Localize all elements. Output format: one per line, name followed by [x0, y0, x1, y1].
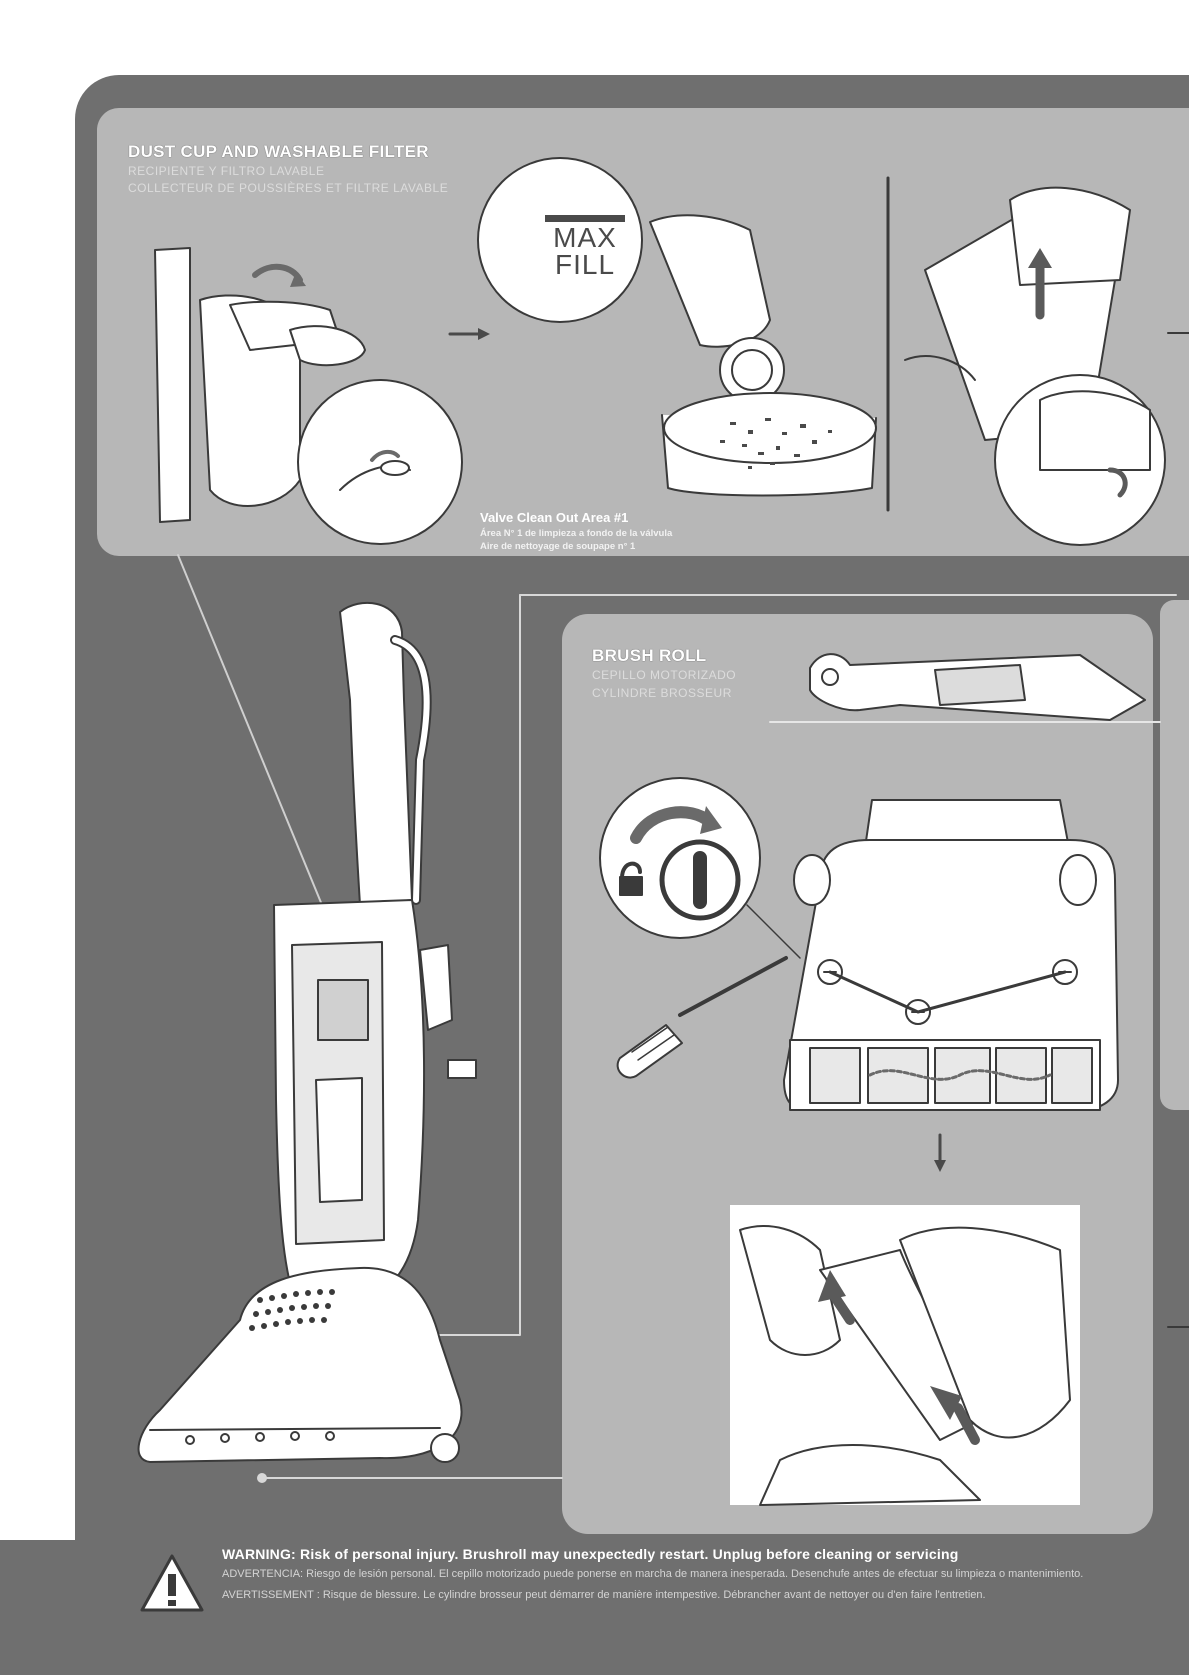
warning-text-fr: AVERTISSEMENT : Risque de blessure. Le c… [222, 1589, 986, 1601]
warning-text-es: ADVERTENCIA: Riesgo de lesión personal. … [222, 1568, 1083, 1580]
warning-exclamation-dot [168, 1600, 176, 1606]
warning-text: WARNING: Risk of personal injury. Brushr… [222, 1546, 958, 1562]
warning-exclamation-stem [168, 1574, 176, 1596]
